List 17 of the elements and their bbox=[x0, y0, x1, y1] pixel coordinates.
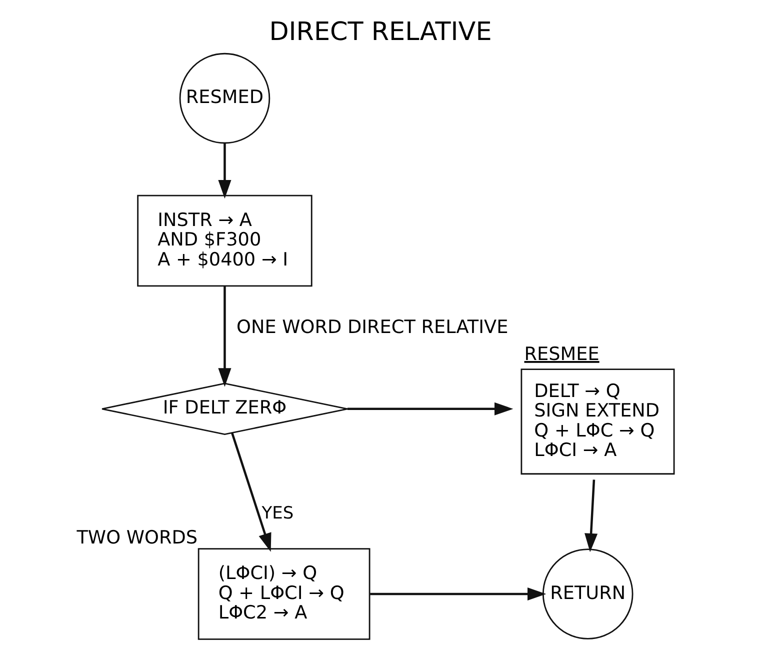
node-circle: RETURN bbox=[542, 548, 634, 640]
node-box: DELT → Q SIGN EXTEND Q + LΦC → Q LΦCI → A bbox=[520, 368, 675, 475]
edge-label: YES bbox=[262, 502, 294, 523]
node-circle: RESMED bbox=[179, 52, 270, 144]
arrow bbox=[231, 432, 272, 552]
node-box: INSTR → A AND $F300 A + $0400 → I bbox=[137, 194, 312, 287]
node-label: ONE WORD DIRECT RELATIVE bbox=[236, 317, 508, 338]
arrow bbox=[218, 144, 232, 199]
node-label: RESMEE bbox=[524, 344, 600, 366]
arrow bbox=[347, 402, 514, 416]
arrow bbox=[584, 480, 598, 552]
node-label: TWO WORDS bbox=[76, 528, 198, 549]
node-box: (LΦCI) → Q Q + LΦCI → Q LΦC2 → A bbox=[198, 548, 370, 640]
diagram-title: DIRECT RELATIVE bbox=[269, 16, 492, 46]
arrow bbox=[370, 587, 546, 601]
node-diamond: IF DELT ZERΦ bbox=[101, 382, 348, 436]
arrow bbox=[218, 286, 232, 387]
